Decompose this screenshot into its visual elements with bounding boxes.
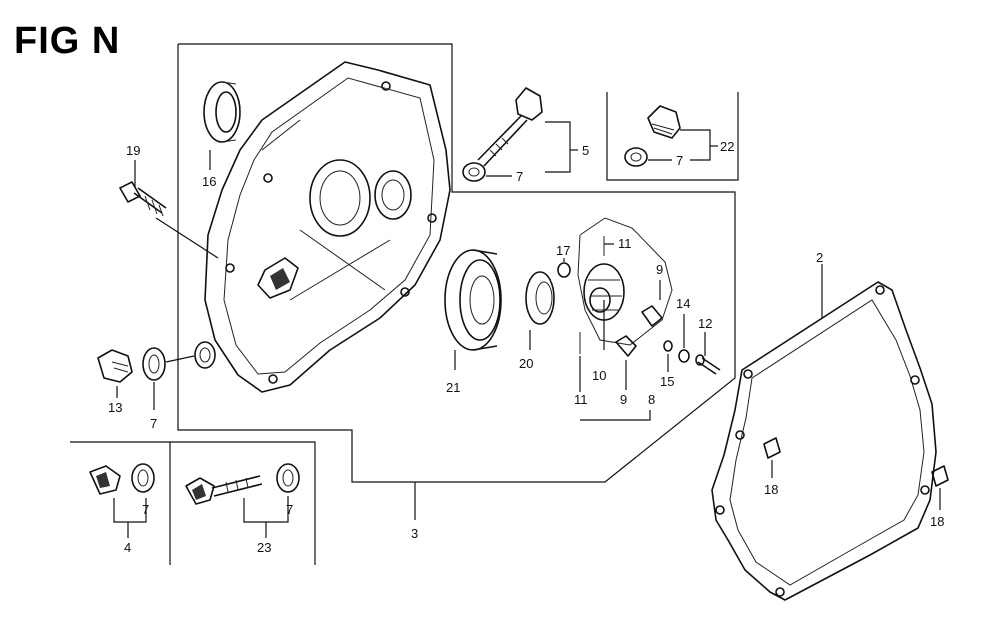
sealing-washer-7-filler	[624, 147, 648, 167]
sealing-washer-7-drain	[142, 347, 166, 381]
flange-bolt-19	[119, 181, 167, 217]
figure-title: FIG N	[14, 20, 121, 62]
callout-7-filler: 7	[676, 153, 683, 168]
dowel-pin-18-b	[931, 465, 949, 487]
callout-5: 5	[582, 143, 589, 158]
callout-19: 19	[126, 143, 140, 158]
ball-bearing-21	[444, 249, 502, 351]
crankcase-cover-group-outline	[177, 43, 736, 483]
clip-15	[663, 340, 673, 352]
drain-plug-4	[89, 465, 121, 495]
gasket-2	[711, 281, 937, 601]
leader-lines	[113, 121, 941, 538]
callout-23: 23	[257, 540, 271, 555]
callout-4: 4	[124, 540, 131, 555]
thrust-washer-17	[557, 262, 571, 278]
callout-11-lower: 11	[574, 392, 588, 407]
callout-12: 12	[698, 316, 712, 331]
callout-18-a: 18	[764, 482, 778, 497]
governor-assembly-8	[577, 217, 673, 357]
callout-22: 22	[720, 139, 734, 154]
dowel-pin-18-a	[763, 437, 781, 459]
callout-2: 2	[816, 250, 823, 265]
bearing-20	[525, 271, 555, 325]
oil-filler-group-box	[606, 92, 739, 181]
callout-20: 20	[519, 356, 533, 371]
crankcase-cover	[204, 61, 451, 393]
sealing-washer-7-opt23	[276, 463, 300, 493]
drain-plug-options-box	[70, 441, 316, 565]
callout-16: 16	[202, 174, 216, 189]
oil-level-dipstick-5	[477, 87, 543, 167]
callout-11-upper: 11	[618, 236, 632, 251]
drain-bolt-23	[185, 475, 263, 505]
oil-filler-cap-22	[647, 105, 681, 139]
governor-shaft-pin-12	[695, 354, 721, 375]
callout-21: 21	[446, 380, 460, 395]
callout-3: 3	[411, 526, 418, 541]
callout-8: 8	[648, 392, 655, 407]
callout-10: 10	[592, 368, 606, 383]
case-plug-seat	[194, 341, 216, 369]
callout-15: 15	[660, 374, 674, 389]
callout-7-drain: 7	[150, 416, 157, 431]
sealing-washer-7-opt4	[131, 463, 155, 493]
callout-18-b: 18	[930, 514, 944, 529]
callout-9-upper: 9	[656, 262, 663, 277]
callout-7-opt4: 7	[142, 502, 149, 517]
callout-7-dipstick: 7	[516, 169, 523, 184]
callout-14: 14	[676, 296, 690, 311]
drain-plug-13	[97, 349, 133, 383]
callout-7-opt23: 7	[286, 502, 293, 517]
sealing-washer-7-dipstick	[462, 162, 486, 182]
washer-14	[678, 349, 690, 363]
callout-9-lower: 9	[620, 392, 627, 407]
oil-seal-16	[203, 81, 241, 143]
callout-17: 17	[556, 243, 570, 258]
callout-13: 13	[108, 400, 122, 415]
